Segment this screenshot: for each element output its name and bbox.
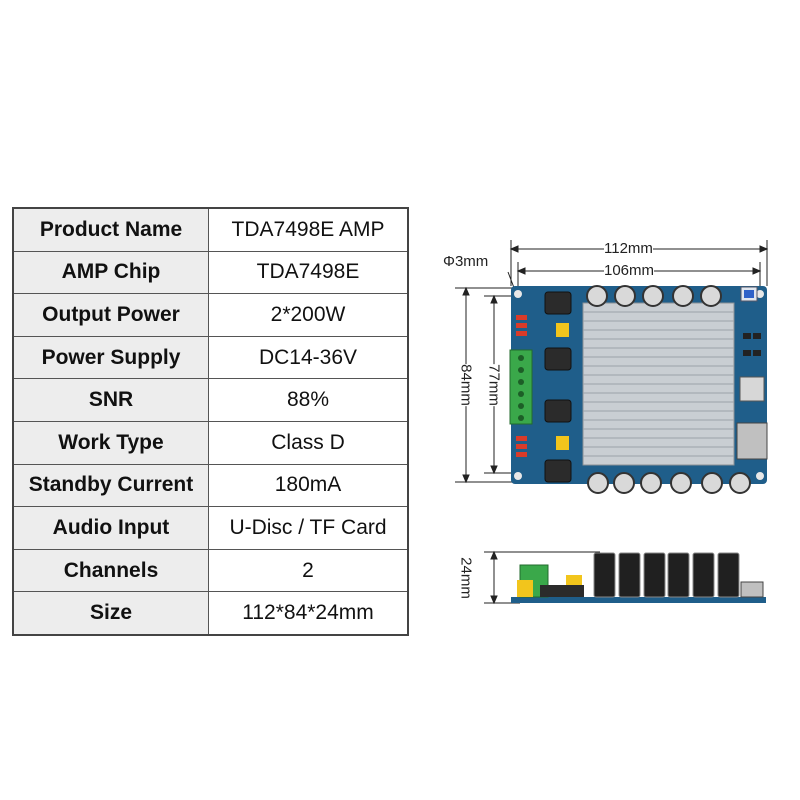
spec-value: 2*200W bbox=[208, 293, 409, 337]
spec-value: 180mA bbox=[208, 463, 409, 508]
spec-value: 112*84*24mm bbox=[208, 591, 409, 636]
spec-value: 88% bbox=[208, 378, 409, 422]
spec-label: Output Power bbox=[12, 293, 209, 337]
inductors bbox=[544, 291, 572, 483]
dimension-width-outer: 112mm bbox=[604, 240, 653, 257]
spec-label: Product Name bbox=[12, 207, 209, 252]
dimension-height-inner: 77mm bbox=[485, 364, 503, 406]
spec-label: SNR bbox=[12, 378, 209, 422]
dimension-width-inner: 106mm bbox=[604, 262, 655, 279]
spec-value: 2 bbox=[208, 548, 409, 593]
mounting-hole-icon bbox=[514, 290, 522, 298]
spec-value: TDA7498E bbox=[208, 250, 409, 295]
spec-value: U-Disc / TF Card bbox=[208, 506, 409, 550]
spec-value: Class D bbox=[208, 420, 409, 465]
spec-value: TDA7498E AMP bbox=[208, 207, 409, 252]
usb-port bbox=[736, 422, 768, 460]
capacitors-bottom bbox=[587, 472, 751, 494]
input-terminal bbox=[509, 349, 533, 425]
capacitors-top bbox=[586, 285, 722, 307]
spec-label: Standby Current bbox=[12, 463, 209, 508]
dimension-height-outer: 84mm bbox=[457, 364, 475, 406]
board-top-view bbox=[509, 285, 768, 494]
dimension-hole: Φ3mm bbox=[443, 253, 489, 270]
spec-label: Power Supply bbox=[12, 335, 209, 380]
spec-label: Size bbox=[12, 591, 209, 636]
tf-card-slot bbox=[739, 376, 765, 402]
dimension-thickness: 24mm bbox=[457, 557, 475, 599]
board-side-view bbox=[511, 552, 766, 603]
spec-label: Audio Input bbox=[12, 506, 209, 550]
spec-label: Channels bbox=[12, 548, 209, 593]
dimension-lines bbox=[455, 240, 769, 605]
